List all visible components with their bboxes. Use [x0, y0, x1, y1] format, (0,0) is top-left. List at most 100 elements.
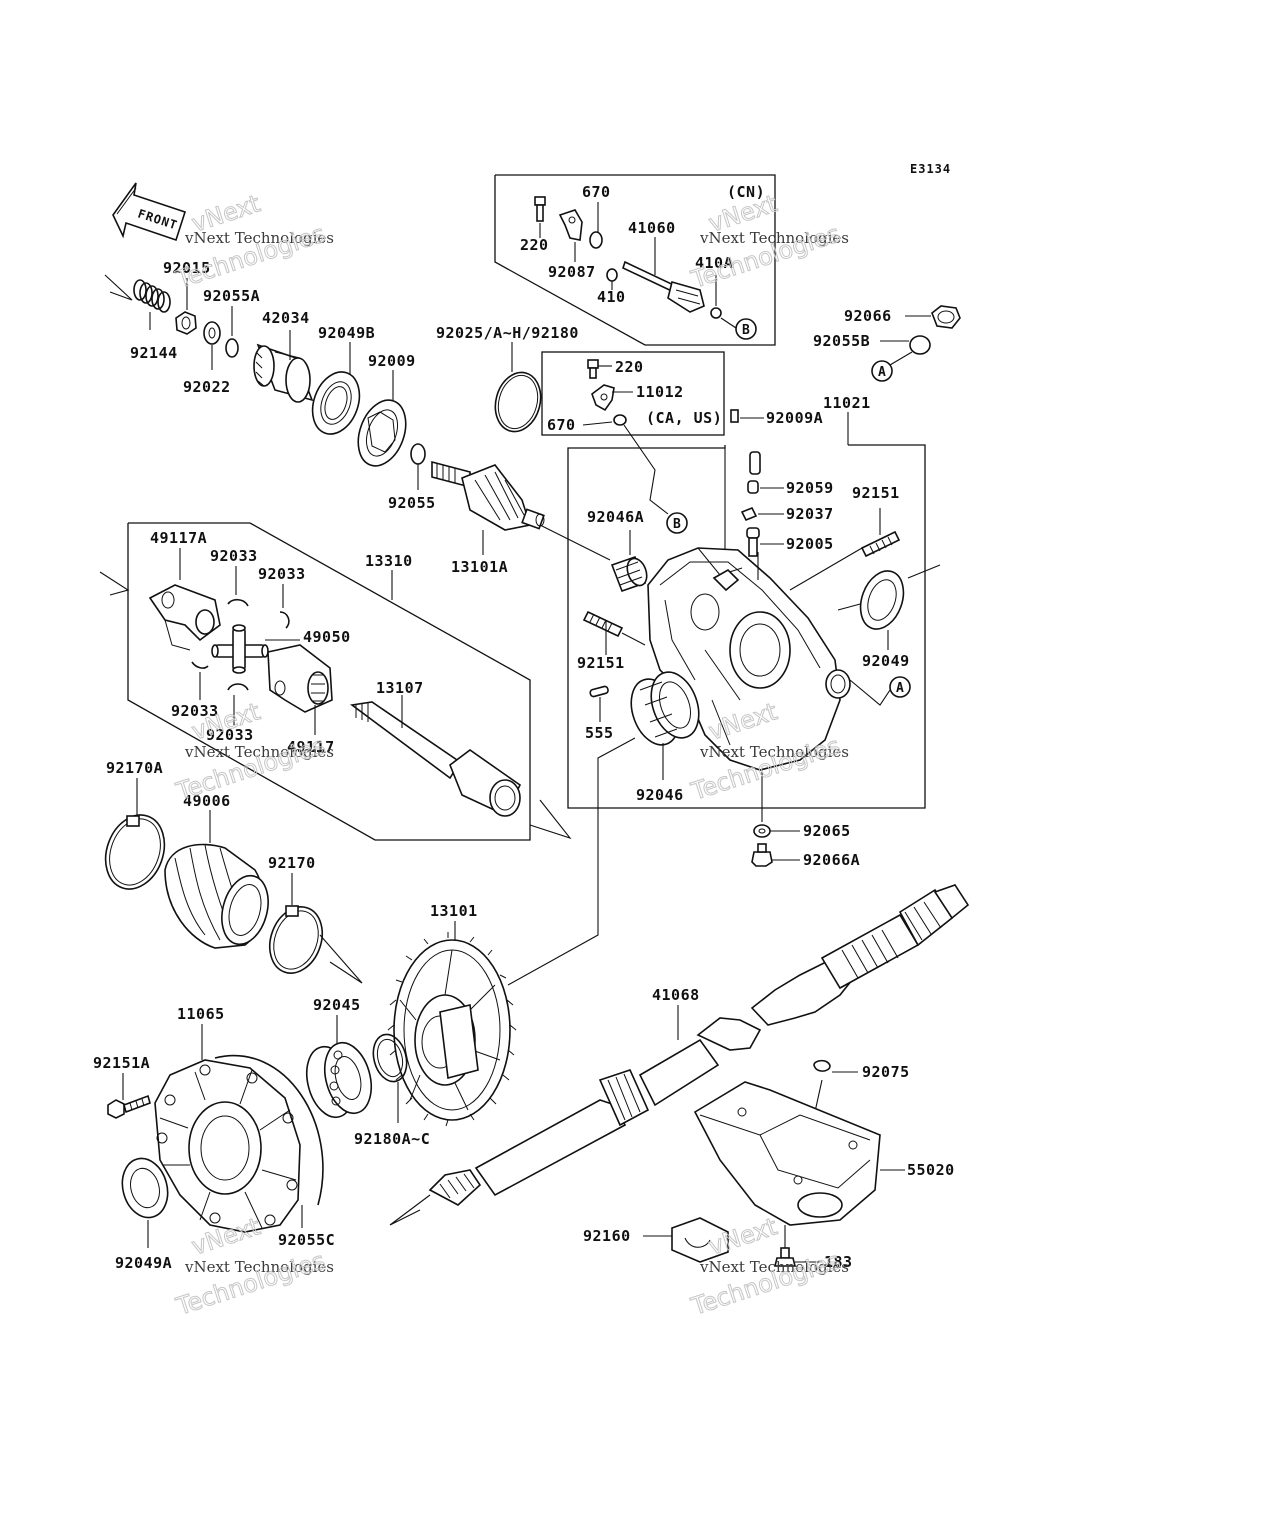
label-92005: 92005 [786, 535, 834, 553]
inset-ca-us-region: (CA, US) [646, 409, 722, 427]
label-410A: 410A [695, 254, 733, 272]
pin-92005 [746, 527, 760, 557]
ref-a-circle-case [889, 676, 911, 698]
label-92049A: 92049A [115, 1254, 172, 1272]
washer-410 [606, 268, 618, 282]
ref-b-circle-cn [735, 318, 757, 340]
label-92045: 92045 [313, 996, 361, 1014]
label-92065: 92065 [803, 822, 851, 840]
label-220-ca: 220 [615, 358, 644, 376]
label-92180AC: 92180A~C [354, 1130, 430, 1148]
ring-gear-13101 [387, 932, 517, 1127]
bearing-92046A [610, 555, 648, 593]
label-92151-right: 92151 [852, 484, 900, 502]
label-92037: 92037 [786, 505, 834, 523]
bolt-220-ca [587, 359, 599, 369]
label-92009A: 92009A [766, 409, 823, 427]
label-13310: 13310 [365, 552, 413, 570]
inset-ca-us: 220 11012 670 (CA, US) [541, 351, 725, 436]
label-410: 410 [597, 288, 626, 306]
fitting-11012 [591, 384, 615, 412]
gear-42034 [253, 343, 314, 403]
svg-text:vNext Technologies: vNext Technologies [699, 229, 849, 247]
label-670-ca: 670 [547, 416, 576, 434]
label-42034: 42034 [262, 309, 310, 327]
shim-92025 [494, 371, 542, 433]
boot-49006 [164, 843, 269, 949]
label-41068: 41068 [652, 986, 700, 1004]
label-13107: 13107 [376, 679, 424, 697]
yoke-49117A [148, 584, 221, 651]
watermark-2: vNext vNext Technologies Technologies [687, 189, 849, 295]
washer-92022 [203, 321, 221, 345]
label-92033-d: 92033 [206, 726, 254, 744]
clamp-92170A [104, 814, 166, 890]
oring-670-cn [589, 231, 603, 249]
label-49117: 49117 [287, 738, 335, 756]
seal-92049 [859, 570, 905, 630]
front-arrow-icon: FRONT [112, 182, 187, 242]
label-92144: 92144 [130, 344, 178, 362]
oring-92055C [214, 1054, 324, 1206]
oring-92055A [225, 338, 239, 358]
label-92066A: 92066A [803, 851, 860, 869]
diagram-code: E3134 [910, 162, 951, 176]
svg-text:vNext Technologies: vNext Technologies [699, 1258, 849, 1276]
label-13101: 13101 [430, 902, 478, 920]
label-92055C: 92055C [278, 1231, 335, 1249]
label-92160: 92160 [583, 1227, 631, 1245]
label-92049: 92049 [862, 652, 910, 670]
block-92160 [671, 1217, 729, 1263]
label-670-cn: 670 [582, 183, 611, 201]
guard-55020 [693, 1081, 881, 1226]
clip-92037 [740, 506, 758, 522]
circlip-92033-d [227, 683, 249, 691]
label-92049B: 92049B [318, 324, 375, 342]
ref-a-circle-top [871, 360, 893, 382]
clamp-92087 [558, 209, 583, 241]
circlip-92033-a [227, 598, 249, 607]
label-55020: 55020 [907, 1161, 955, 1179]
clamp-92170 [268, 905, 324, 974]
cover-11065 [154, 1059, 301, 1233]
label-11021: 11021 [823, 394, 871, 412]
seal-92009 [357, 399, 407, 467]
label-92055A: 92055A [203, 287, 260, 305]
label-92055: 92055 [388, 494, 436, 512]
shaft-41060 [622, 260, 705, 313]
ref-b-label-main: B [673, 517, 681, 532]
bearing-92045 [305, 1041, 373, 1119]
plug-92075 [813, 1059, 831, 1072]
washer-92065 [753, 824, 771, 838]
cross-49050 [211, 624, 269, 674]
stud-92151-left [582, 610, 624, 638]
ref-b-circle-main [666, 512, 688, 534]
bolt-92151A [107, 1094, 151, 1119]
bearing-92046 [630, 671, 700, 746]
plug-92066 [931, 305, 961, 329]
label-92087: 92087 [548, 263, 596, 281]
label-92025: 92025/A~H/92180 [436, 324, 579, 342]
label-11065: 11065 [177, 1005, 225, 1023]
label-92009: 92009 [368, 352, 416, 370]
circlip-92033-c [191, 661, 209, 669]
bolt-183 [773, 1247, 797, 1267]
label-49050: 49050 [303, 628, 351, 646]
label-49006: 49006 [183, 792, 231, 810]
label-183: 183 [824, 1253, 853, 1271]
shaft-13107 [349, 701, 522, 817]
label-49117A: 49117A [150, 529, 207, 547]
pin-555 [589, 685, 609, 698]
shaft-41068 [428, 884, 970, 1206]
bearing-92049B [311, 371, 361, 435]
label-92046: 92046 [636, 786, 684, 804]
svg-text:vNext Technologies: vNext Technologies [184, 1258, 334, 1276]
case-11021 [647, 547, 851, 771]
label-11012: 11012 [636, 383, 684, 401]
inset-cn-region: (CN) [727, 183, 765, 201]
watermark-1: vNext vNext Technologies Technologies [172, 189, 334, 295]
label-92022: 92022 [183, 378, 231, 396]
label-220-cn: 220 [520, 236, 549, 254]
label-41060: 41060 [628, 219, 676, 237]
